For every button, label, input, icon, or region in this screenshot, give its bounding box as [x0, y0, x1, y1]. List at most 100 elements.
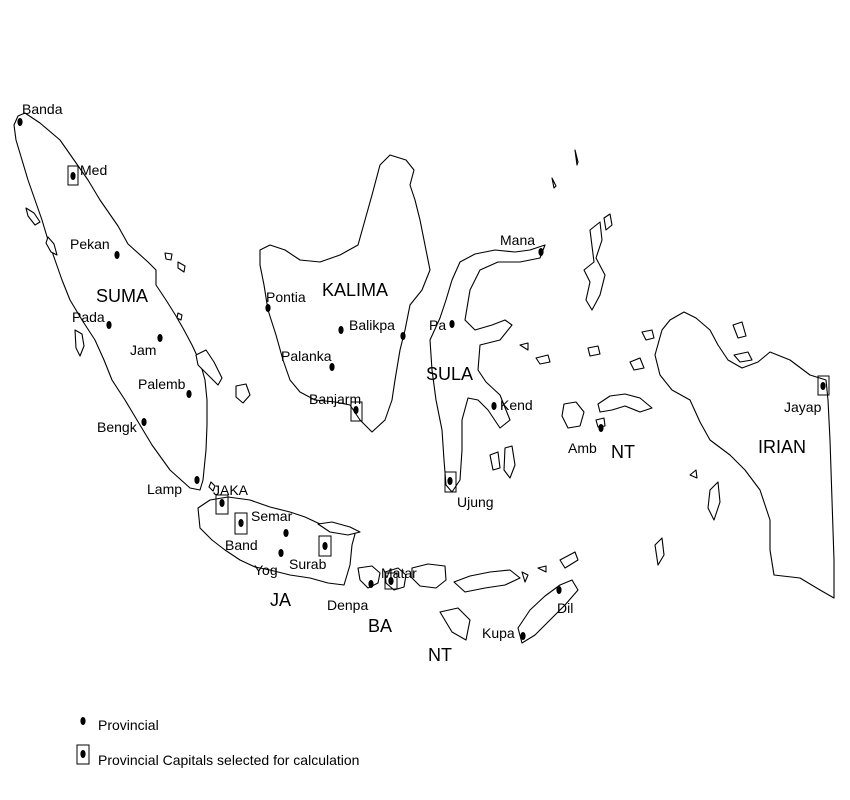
capital-selected-box-surabaya — [318, 535, 332, 557]
region-label-sulawesi: SULA — [426, 364, 473, 384]
island-pantar — [537, 565, 547, 573]
island-kalimantan — [259, 154, 431, 433]
island-sangihe — [551, 177, 557, 189]
capital-label-kendari: Kend — [500, 397, 533, 413]
capital-dot-bandung — [238, 519, 244, 527]
island-ambon — [595, 417, 606, 428]
capital-dot-kendari — [491, 402, 497, 410]
capital-dot-ujung-pandang — [447, 477, 453, 485]
capital-label-denpasar: Denpa — [327, 597, 368, 613]
capital-label-palangkaraya: Palanka — [281, 348, 332, 364]
capital-label-palembang: Palemb — [138, 376, 186, 392]
capital-selected-box-jayapura — [817, 375, 830, 396]
island-sumba — [439, 607, 471, 641]
island-belitung — [235, 383, 251, 404]
capital-dot-mataram — [388, 577, 394, 585]
capital-label-palu: Pa — [429, 317, 446, 333]
island-muna — [489, 451, 501, 471]
capital-dot-manado — [538, 248, 544, 256]
island-bali — [357, 565, 381, 589]
island-biak — [733, 351, 753, 363]
capital-dot-palangkaraya — [329, 363, 335, 371]
island-obi — [587, 345, 601, 357]
island-banggai — [519, 342, 529, 351]
capital-dot-banda-aceh — [17, 118, 23, 126]
island-tanimbar — [654, 537, 665, 566]
capital-label-balikpapan: Balikpa — [349, 317, 395, 333]
island-halmahera — [583, 221, 606, 311]
island-yapen — [689, 469, 698, 479]
capital-dot-semarang — [283, 529, 289, 537]
legend-provincial-capitals-label: Provincial — [98, 717, 159, 733]
capital-selected-box-ujung-pandang — [444, 471, 457, 493]
capital-label-banjarmasin: Banjarm — [309, 391, 361, 407]
island-riau-3 — [176, 312, 183, 321]
capital-label-manado: Mana — [500, 232, 535, 248]
island-timor — [517, 579, 579, 644]
capital-dot-pontianak — [265, 304, 271, 312]
island-alor — [559, 551, 579, 569]
capital-dot-kupang — [520, 632, 526, 640]
capital-dot-medan — [70, 172, 76, 180]
capital-selected-box-mataram — [384, 572, 398, 590]
capital-dot-jambi — [157, 334, 163, 342]
island-riau-2 — [177, 261, 186, 273]
capital-label-pekanbaru: Pekan — [70, 236, 110, 252]
landmasses — [13, 112, 835, 644]
capital-dot-samarinda — [338, 326, 344, 334]
island-sulawesi — [429, 244, 546, 493]
island-java — [197, 496, 356, 586]
capital-dot-dili — [556, 586, 562, 594]
capital-label-medan: Med — [80, 162, 107, 178]
capital-label-ujung-pandang: Ujung — [457, 494, 494, 510]
island-simeulue — [25, 207, 41, 226]
island-sumbawa — [411, 563, 447, 589]
capital-selected-box-bandung — [234, 512, 248, 535]
capital-selected-box-medan — [67, 165, 79, 186]
capital-dot-jayapura — [820, 382, 826, 390]
island-bangka — [195, 349, 223, 386]
region-label-ntb: NT — [428, 645, 452, 665]
region-label-bali: BA — [368, 616, 392, 636]
capital-label-semarang: Semar — [251, 508, 293, 524]
legend-selected-dot-icon — [80, 750, 86, 758]
island-seram — [597, 393, 653, 413]
capital-dot-jakarta — [219, 499, 225, 507]
island-kei — [707, 481, 721, 521]
island-aru — [732, 321, 747, 339]
capital-label-bandung: Band — [225, 537, 258, 553]
capital-dot-yogyakarta — [278, 549, 284, 557]
island-sula — [535, 354, 551, 365]
region-label-java: JA — [270, 590, 291, 610]
capital-label-jakarta: JAKA — [213, 482, 249, 498]
island-nias — [45, 236, 58, 256]
island-talaud — [574, 149, 579, 166]
region-label-kalimantan: KALIMA — [322, 280, 388, 300]
capital-label-ambon: Amb — [568, 440, 597, 456]
capital-dot-pekanbaru — [114, 251, 120, 259]
island-buru — [561, 401, 585, 429]
capital-dot-balikpapan — [400, 332, 406, 340]
region-label-irian-jaya: IRIAN — [758, 437, 806, 457]
capital-dot-bengkulu — [141, 418, 147, 426]
island-misool — [629, 357, 645, 371]
capital-dot-palembang — [186, 390, 192, 398]
legend-capital-dot-icon — [80, 717, 86, 725]
capital-markers: Banda Med Pekan Pada Jam Palemb Bengk La… — [17, 101, 830, 641]
capital-label-yogyakarta: Yog — [254, 562, 278, 578]
capital-label-lampung: Lamp — [147, 481, 182, 497]
island-enggano — [208, 481, 216, 492]
capital-selected-box-jakarta — [215, 494, 229, 515]
capital-label-jayapura: Jayap — [784, 399, 822, 415]
island-waigeo — [641, 329, 655, 341]
capital-label-banda-aceh: Banda — [22, 101, 63, 117]
capital-label-kupang: Kupa — [482, 625, 515, 641]
capital-dot-padang — [106, 321, 112, 329]
capital-dot-surabaya — [322, 542, 328, 550]
island-flores — [453, 569, 521, 593]
island-buton — [503, 445, 516, 479]
capital-label-jambi: Jam — [130, 342, 156, 358]
island-siberut — [74, 329, 85, 357]
capital-dot-palu — [449, 320, 455, 328]
